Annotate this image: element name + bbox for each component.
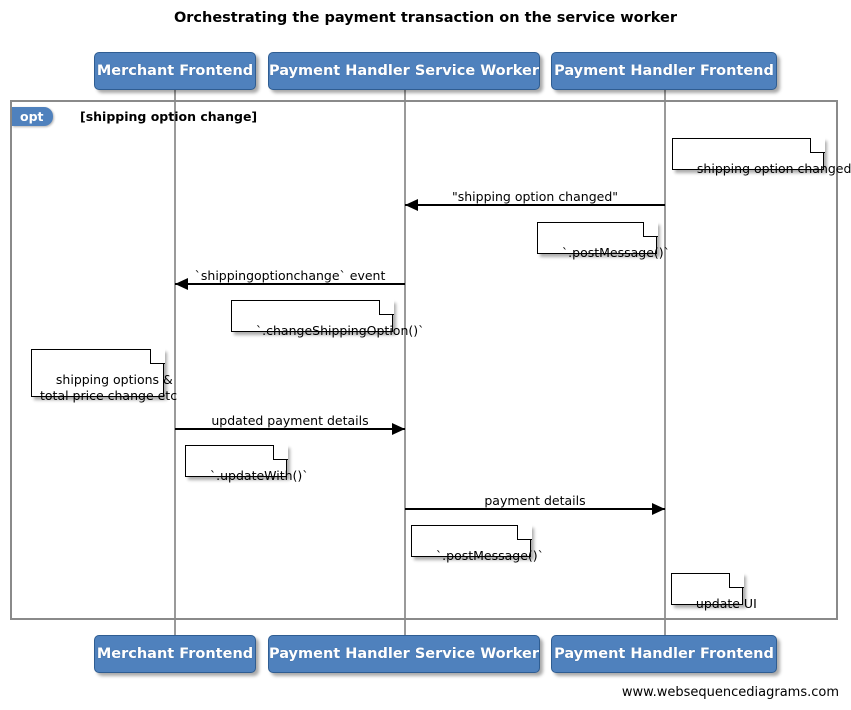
arrow-head-payment-details <box>652 503 665 515</box>
watermark-link[interactable]: www.websequencediagrams.com <box>621 685 839 700</box>
note-text: `.postMessage()` <box>435 547 544 563</box>
arrow-head-shipping-option-changed <box>405 199 418 211</box>
message-label-updated-payment-details: updated payment details <box>211 413 369 428</box>
note-update-with: `.updateWith()` <box>185 444 309 483</box>
note-text: `.postMessage()` <box>561 244 670 260</box>
note-fold-corner-icon <box>272 444 288 460</box>
participant-label: Payment Handler Service Worker <box>268 63 540 79</box>
note-post-message-2: `.postMessage()` <box>411 524 544 563</box>
participant-label: Payment Handler Frontend <box>554 646 774 662</box>
note-fold-corner-icon <box>809 137 825 153</box>
message-line-shippingoptionchange-event <box>175 283 405 285</box>
participant-label: Merchant Frontend <box>96 63 254 79</box>
note-change-shipping-option: `.changeShippingOption()` <box>231 299 424 338</box>
participant-label: Payment Handler Service Worker <box>268 646 540 662</box>
lifeline-payment-handler-service-worker <box>404 90 406 635</box>
note-fold-corner-icon <box>378 299 394 315</box>
note-shipping-option-changed: shipping option changed <box>672 137 851 176</box>
participant-merchant-frontend-bottom[interactable]: Merchant Frontend <box>94 635 256 673</box>
message-line-payment-details <box>405 508 665 510</box>
message-line-updated-payment-details <box>175 428 405 430</box>
message-line-shipping-option-changed <box>405 204 665 206</box>
note-post-message-1: `.postMessage()` <box>537 221 670 260</box>
opt-fragment-frame <box>10 100 838 620</box>
note-text: shipping option changed <box>696 160 851 176</box>
note-fold-corner-icon <box>516 524 532 540</box>
note-text: shipping options & total price change et… <box>40 371 178 404</box>
participant-payment-handler-frontend-bottom[interactable]: Payment Handler Frontend <box>551 635 777 673</box>
participant-label: Merchant Frontend <box>96 646 254 662</box>
participant-payment-handler-service-worker-top[interactable]: Payment Handler Service Worker <box>268 52 540 90</box>
message-label-payment-details: payment details <box>484 493 586 508</box>
participant-label: Payment Handler Frontend <box>554 63 774 79</box>
opt-fragment-guard: [shipping option change] <box>80 109 258 124</box>
diagram-title: Orchestrating the payment transaction on… <box>173 10 678 26</box>
note-text: update UI <box>695 595 757 611</box>
opt-fragment-tag: opt <box>12 107 53 126</box>
arrow-head-updated-payment-details <box>392 423 405 435</box>
note-text: `.updateWith()` <box>209 467 309 483</box>
message-label-shippingoptionchange-event: `shippingoptionchange` event <box>194 268 386 283</box>
participant-merchant-frontend-top[interactable]: Merchant Frontend <box>94 52 256 90</box>
note-update-ui: update UI <box>671 572 757 611</box>
message-label-shipping-option-changed: "shipping option changed" <box>451 189 618 204</box>
note-text: `.changeShippingOption()` <box>255 322 425 338</box>
note-fold-corner-icon <box>728 572 744 588</box>
note-shipping-options-total-price: shipping options & total price change et… <box>31 348 177 403</box>
lifeline-payment-handler-frontend <box>664 90 666 635</box>
participant-payment-handler-frontend-top[interactable]: Payment Handler Frontend <box>551 52 777 90</box>
note-fold-corner-icon <box>642 221 658 237</box>
note-fold-corner-icon <box>149 348 165 364</box>
arrow-head-shippingoptionchange-event <box>175 278 188 290</box>
participant-payment-handler-service-worker-bottom[interactable]: Payment Handler Service Worker <box>268 635 540 673</box>
lifeline-merchant-frontend <box>174 90 176 635</box>
